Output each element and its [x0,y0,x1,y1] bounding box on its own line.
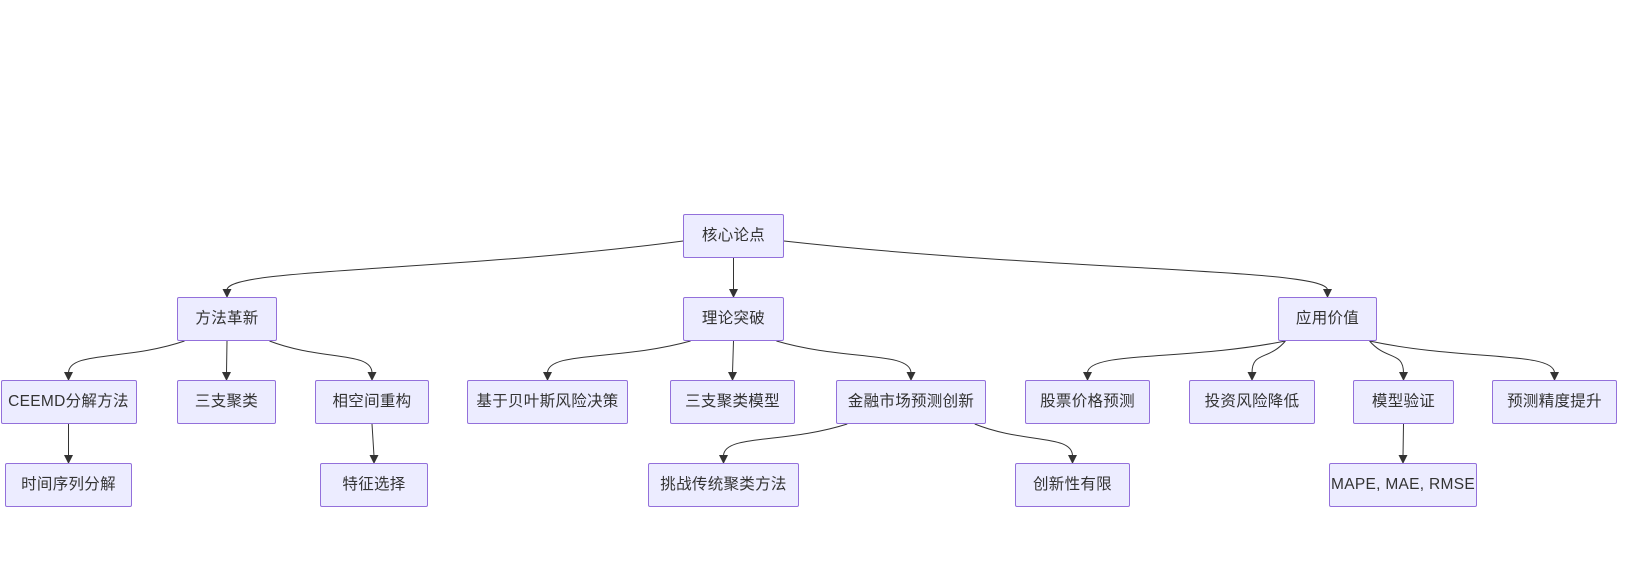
node-three-way-clustering: 三支聚类 [177,380,276,424]
node-label: 时间序列分解 [21,476,116,494]
node-limited-novelty: 创新性有限 [1015,463,1130,507]
node-label: 股票价格预测 [1040,393,1135,411]
node-application: 应用价值 [1278,297,1377,341]
node-label: 方法革新 [195,310,259,328]
node-label: 应用价值 [1295,310,1360,328]
node-root: 核心论点 [683,214,784,258]
node-risk-reduction: 投资风险降低 [1189,380,1315,424]
node-phase-space: 相空间重构 [315,380,429,424]
edge-method-to-three-way-clustering [226,340,228,374]
edge-theory-to-bayes-risk [547,340,691,374]
node-time-series-decomposition: 时间序列分解 [5,463,132,507]
node-label: 挑战传统聚类方法 [660,476,787,494]
edge-phase-space-to-feature-selection [371,423,375,457]
node-bayes-risk: 基于贝叶斯风险决策 [467,380,628,424]
node-label: 创新性有限 [1032,476,1112,494]
node-theory: 理论突破 [683,297,784,341]
node-label: 投资风险降低 [1204,393,1300,411]
node-challenge-traditional: 挑战传统聚类方法 [648,463,799,507]
node-label: 相空间重构 [332,393,412,411]
node-label: 核心论点 [701,227,766,245]
node-label: 预测精度提升 [1507,393,1602,411]
edge-method-to-phase-space [269,340,373,374]
edge-model-validation-to-metrics [1402,423,1404,457]
node-metrics: MAPE, MAE, RMSE [1329,463,1477,507]
edge-root-to-method [226,240,684,291]
node-feature-selection: 特征选择 [320,463,428,507]
edge-application-to-accuracy-improvement [1369,340,1555,374]
edge-application-to-risk-reduction [1251,340,1286,374]
node-ceemd: CEEMD分解方法 [0,380,137,424]
edge-financial-innovation-to-challenge-traditional [723,423,848,457]
node-label: 金融市场预测创新 [847,393,975,411]
node-label: 三支聚类 [194,393,259,411]
node-label: 三支聚类模型 [685,393,780,411]
node-label: 特征选择 [342,476,406,494]
edge-application-to-model-validation [1369,340,1404,374]
node-model-validation: 模型验证 [1353,380,1454,424]
edge-theory-to-three-way-model [732,340,734,374]
node-label: MAPE, MAE, RMSE [1330,476,1476,494]
edge-financial-innovation-to-limited-novelty [974,423,1073,457]
node-stock-prediction: 股票价格预测 [1025,380,1150,424]
node-label: 模型验证 [1371,393,1436,411]
node-financial-innovation: 金融市场预测创新 [836,380,986,424]
node-accuracy-improvement: 预测精度提升 [1492,380,1617,424]
edge-root-to-application [783,240,1328,291]
edge-theory-to-financial-innovation [776,340,912,374]
node-three-way-model: 三支聚类模型 [670,380,795,424]
node-method: 方法革新 [177,297,277,341]
node-label: CEEMD分解方法 [8,393,129,411]
node-label: 理论突破 [701,310,766,328]
edge-method-to-ceemd [68,340,185,374]
edge-application-to-stock-prediction [1087,340,1286,374]
node-label: 基于贝叶斯风险决策 [476,393,619,411]
